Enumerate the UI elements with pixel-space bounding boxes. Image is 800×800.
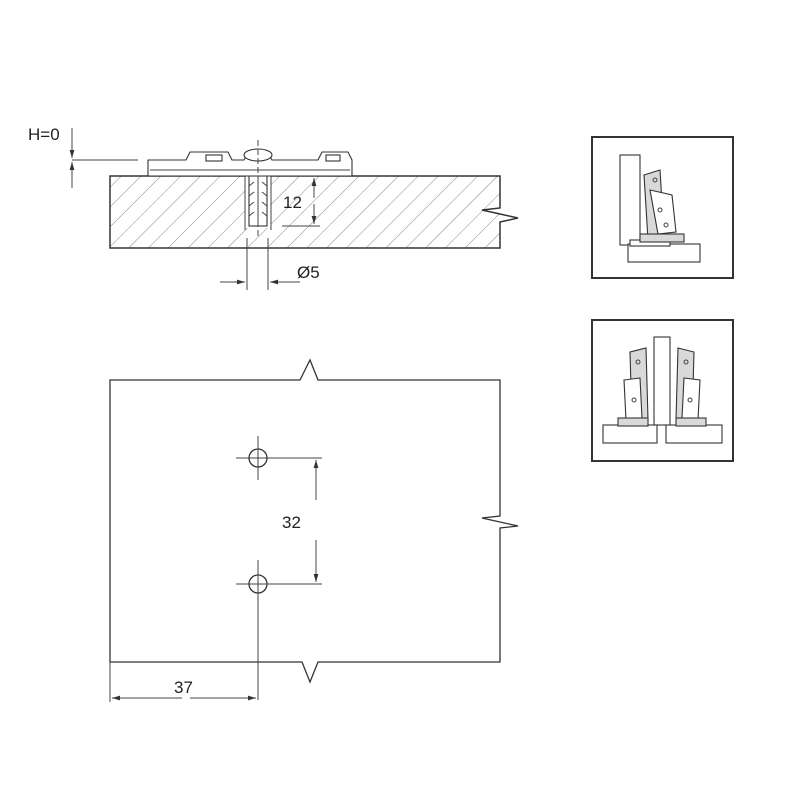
hinge-side-view-icon (591, 136, 734, 279)
cross-section-view: H=0 12 Ø5 (28, 125, 519, 290)
panel-outline (109, 358, 519, 684)
plan-view: 32 37 (109, 358, 519, 702)
mounting-height-label: H=0 (28, 125, 60, 144)
drill-diameter-dimension: Ø5 (220, 238, 320, 290)
hole-spacing-label: 32 (282, 513, 301, 532)
hinge-pair-view-icon (591, 319, 734, 462)
drill-depth-dimension: 12 (282, 178, 320, 227)
dowel (244, 175, 272, 230)
edge-distance-label: 37 (174, 678, 193, 697)
mounting-plate (147, 140, 353, 238)
drill-depth-label: 12 (283, 193, 302, 212)
hole-spacing-dimension: 32 (272, 457, 322, 585)
edge-distance-dimension: 37 (109, 662, 256, 702)
drill-diameter-label: Ø5 (297, 263, 320, 282)
drill-hole-lower (236, 560, 280, 700)
mounting-height-dimension: H=0 (28, 125, 138, 188)
